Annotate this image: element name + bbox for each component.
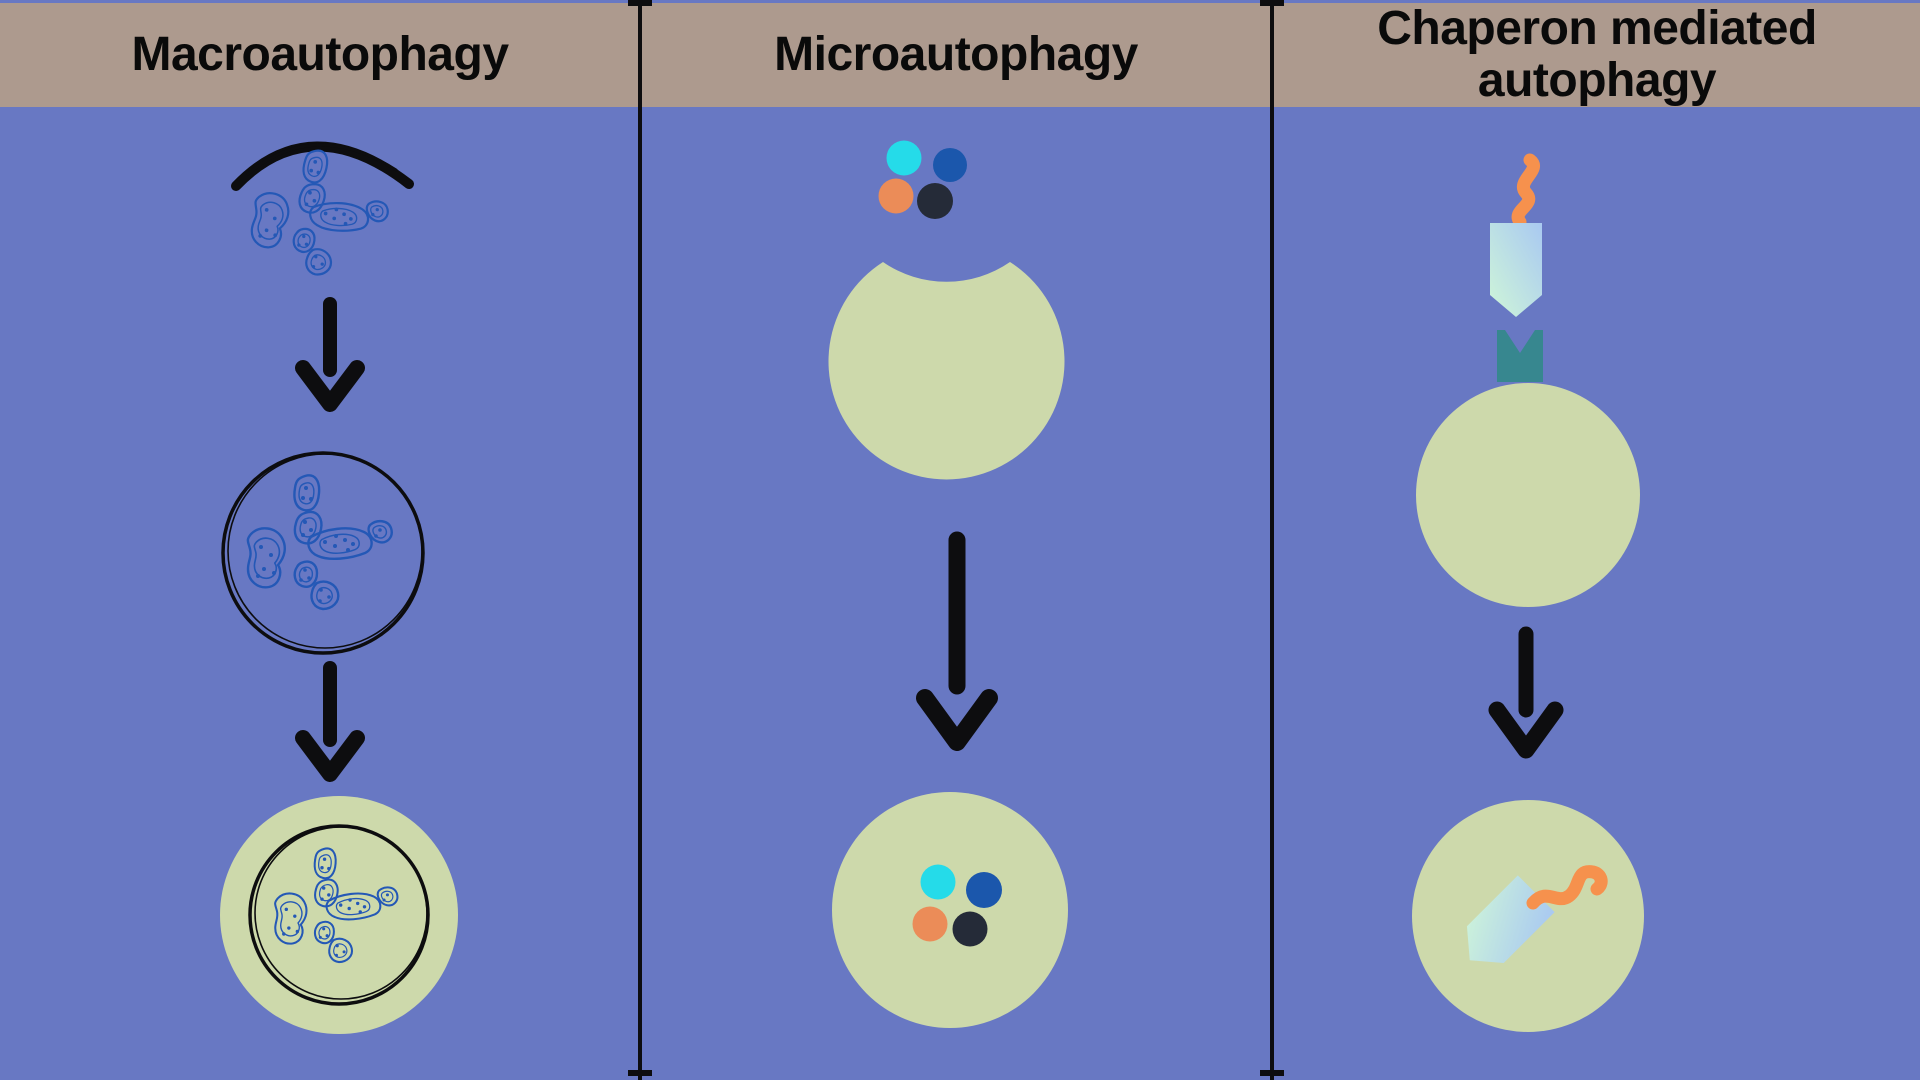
phagophore-arc-icon: [231, 141, 414, 191]
down-arrow-icon: [1488, 626, 1564, 759]
membrane-receptor-icon: [1497, 330, 1543, 382]
unfolded-protein-squiggle-icon: [1511, 153, 1540, 229]
panel-title-macroautophagy: Macroautophagy: [0, 3, 640, 107]
panel-microautophagy: [828, 140, 1068, 1028]
column-divider-right: [1260, 0, 1284, 1080]
autolysosome-icon: [220, 796, 458, 1034]
down-arrow-icon: [295, 661, 365, 782]
panel-title-text: Macroautophagy: [131, 28, 509, 81]
cargo-dots-icon: [878, 140, 967, 219]
autophagosome-icon: [221, 451, 425, 655]
panel-chaperone-mediated: [1412, 153, 1644, 1032]
panel-title-microautophagy: Microautophagy: [642, 3, 1270, 107]
panel-title-line1: Chaperon mediated: [1377, 2, 1817, 55]
down-arrow-icon: [916, 531, 998, 751]
header-bar: [0, 3, 1920, 107]
panel-title-chaperone-mediated: Chaperon mediated autophagy: [1274, 3, 1920, 107]
lysosome-with-cargo-icon: [832, 792, 1068, 1028]
lysosome-invagination-icon: [828, 262, 1065, 480]
panel-title-text: Microautophagy: [774, 28, 1138, 81]
column-divider-left: [628, 0, 652, 1080]
panel-title-line2: autophagy: [1477, 54, 1717, 107]
down-arrow-icon: [295, 297, 365, 412]
lysosome-icon: [1416, 383, 1640, 607]
panel-macroautophagy: [220, 141, 458, 1034]
chaperone-complex-icon: [1490, 223, 1542, 317]
lysosome-with-protein-icon: [1412, 800, 1644, 1032]
